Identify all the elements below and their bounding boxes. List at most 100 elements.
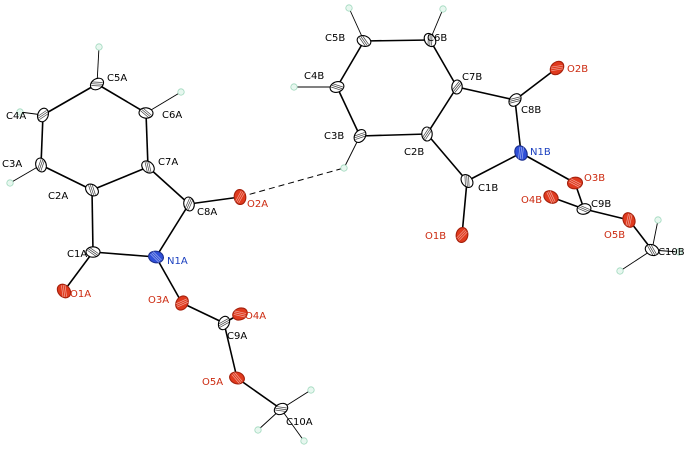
bond-c8b-c7b [456,86,516,101]
atom-c8a [183,196,195,212]
atom-c4b [329,81,345,93]
bond-o5a-c10a [236,377,282,410]
hydrogen-atom-h10b1 [654,216,662,224]
ellipsoid-shading [62,285,66,297]
hydrogen-atom-h3b [340,164,348,172]
ellipsoid-shading [451,81,460,91]
ellipsoid-shading [89,184,95,196]
label-c8a: C8A [197,207,217,218]
ellipsoid-shading [548,191,554,203]
atom-c3b [353,129,367,143]
bond-c4a-c5a [42,83,98,116]
bond-n1b-o3b [520,152,576,184]
ellipsoid-shading [142,107,152,116]
atom-c1a [85,246,101,258]
atom-o4b [543,190,559,204]
atoms-layer [35,32,660,416]
ellipsoid-shading [354,133,366,139]
ellipsoid-shading [177,301,189,308]
ellipsoid-shading [519,147,523,159]
ellipsoid-shading [141,109,151,117]
bond-c5a-c6a [96,83,147,114]
ellipsoid-shading [234,372,243,382]
hydrogen-atom-h4a [16,108,24,116]
ellipsoid-shading [578,208,589,214]
label-c2b: C2B [404,147,424,158]
ellipsoid-shading [39,113,49,120]
label-c10a: C10A [286,417,313,428]
bond-c1a-o1a [63,251,94,292]
bond-c7b-c2b [426,86,458,135]
ellipsoid-shading [629,214,633,227]
labels-layer: C1A C2A C3A C4A C5A C6A C7A C8A C9A C10A… [2,33,685,428]
bond-c3a-c4a [40,114,44,166]
atom-c6b [423,32,437,48]
ellipsoid-shading [551,68,564,72]
atom-c10b [644,243,660,257]
bond-c10b-h10b3 [619,249,653,272]
bond-c1a-n1a [92,251,157,258]
label-n1a: N1A [167,256,188,267]
atom-c2a [85,183,99,197]
hydrogen-atom-h5a [95,43,103,51]
ellipsoid-shading [91,83,103,85]
bond-c2b-c1b [426,133,468,182]
label-o4a: O4A [245,311,266,322]
atom-c2b [421,126,433,142]
ellipsoid-shading [627,214,631,226]
ellipsoid-shading [518,146,521,159]
ellipsoid-shading [234,312,246,316]
ellipsoid-shading [38,159,44,171]
atom-c3a [35,157,47,173]
hydrogen-atom-h5b [345,4,353,12]
hydrogen-atom-h6a [177,88,185,96]
atom-c5b [356,35,372,47]
label-o4b: O4B [521,195,542,206]
ellipsoid-shading [425,130,432,140]
atom-o2a [233,188,247,206]
ellipsoid-shading [150,253,160,263]
label-c6a: C6A [162,110,182,121]
bond-c1b-n1b [466,152,522,182]
ellipsoid-shading [331,86,342,91]
atom-n1a [147,250,165,264]
ellipsoid-shading [219,321,230,328]
ellipsoid-shading [87,249,97,257]
label-c6b: C6B [427,33,447,44]
ellipsoid-shading [235,190,242,202]
ellipsoid-shading [91,85,103,87]
ellipsoid-shading [234,310,247,314]
ellipsoid-shading [457,230,467,240]
ellipsoid-shading [509,98,521,102]
label-c5b: C5B [325,33,345,44]
ellipsoid-shading [146,161,150,173]
ellipsoid-shading [218,318,229,325]
atom-o1a [56,283,72,299]
ellipsoid-shading [360,36,368,46]
bond-o3a-c9a [181,302,225,324]
label-c8b: C8B [521,105,541,116]
ellipsoid-shading [91,184,96,195]
atom-o3b [566,176,584,190]
atom-o5b [622,212,636,228]
hydrogen-atom-h6b [439,5,447,13]
atom-o4a [232,307,248,321]
ellipsoid-shading [454,83,463,93]
ellipsoid-shading [176,300,188,306]
hydrogen-atom-h3a [6,179,14,187]
bond-c8a-c7a [147,166,190,205]
bond-c3b-c4b [336,86,361,137]
label-c10b: C10B [658,247,685,258]
ellipsoid-shading [579,204,590,210]
ellipsoid-shading [152,251,162,261]
ellipsoid-shading [578,206,590,212]
atom-c8b [508,93,522,107]
bond-c6a-c7a [145,112,149,168]
ellipsoid-shading [625,213,629,226]
atom-n1b [514,145,528,161]
ellipsoid-shading [61,285,64,298]
bond-c9b-o5b [583,208,630,221]
hydrogen-atoms-layer [6,4,683,445]
bond-n1a-o3a [155,256,183,304]
